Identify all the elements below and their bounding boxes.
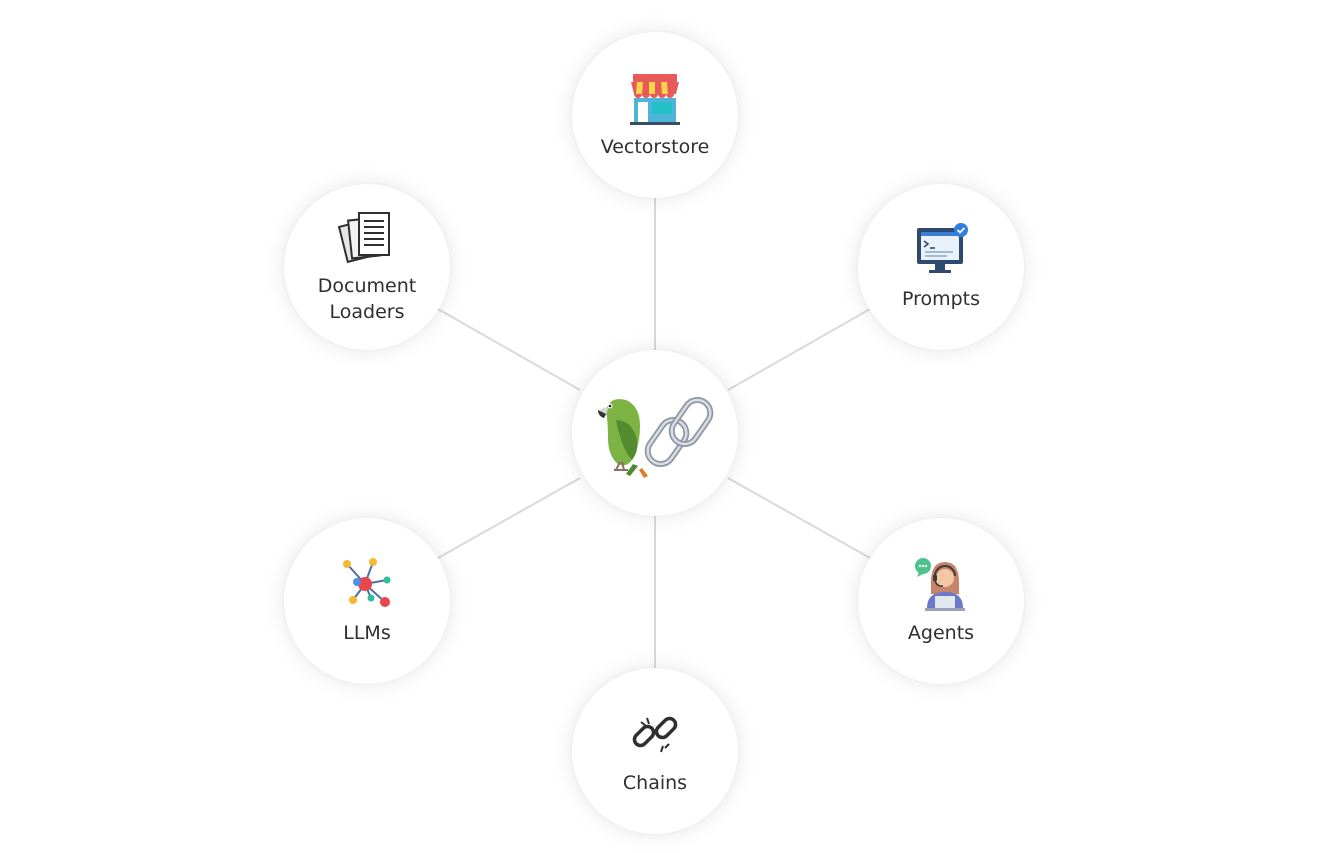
storefront-icon <box>630 74 680 125</box>
monitor-code-icon <box>917 223 968 273</box>
node-hub <box>572 350 738 516</box>
network-nodes-icon <box>343 558 391 607</box>
connector-prompts <box>727 308 871 391</box>
node-label-prompts: Prompts <box>901 288 981 310</box>
broken-chain-icon <box>632 716 678 753</box>
connector-agents <box>727 477 871 559</box>
node-vectorstore: Vectorstore <box>572 32 738 198</box>
node-label-chains: Chains <box>622 772 688 794</box>
support-agent-icon <box>915 558 965 611</box>
node-prompts: Prompts <box>858 184 1024 350</box>
chain-link-icon <box>644 396 714 468</box>
documents-icon <box>337 212 390 264</box>
node-label-llms: LLMs <box>343 622 391 644</box>
parrot-icon <box>598 399 648 478</box>
connector-llms <box>437 477 581 559</box>
hub-icon-group <box>598 396 714 478</box>
node-chains: Chains <box>572 668 738 834</box>
node-label-vectorstore: Vectorstore <box>600 136 710 158</box>
node-label-agents: Agents <box>907 622 975 644</box>
node-document-loaders: Document Loaders <box>284 184 450 350</box>
node-agents: Agents <box>858 518 1024 684</box>
node-label-document-loaders: Document Loaders <box>317 275 417 323</box>
node-llms: LLMs <box>284 518 450 684</box>
connector-document-loaders <box>437 308 581 391</box>
